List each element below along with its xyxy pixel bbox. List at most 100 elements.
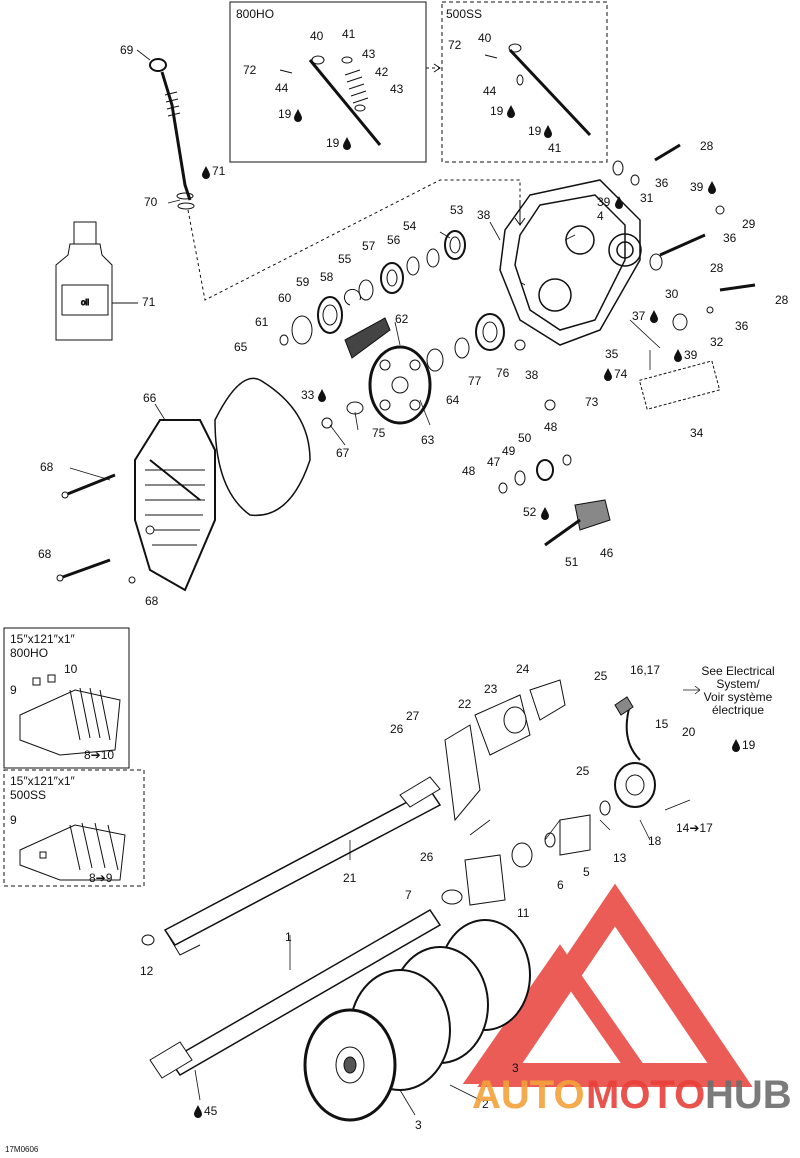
callout: 26 — [420, 850, 434, 864]
callout: 53 — [450, 203, 464, 217]
callout: 50 — [518, 431, 532, 445]
callout: 3 — [512, 1061, 519, 1075]
callout-labels: 69 70 71 71 72 40 41 43 42 44 43 19 19 7… — [10, 27, 789, 1132]
svg-text:électrique: électrique — [712, 703, 764, 717]
callout: 70 — [144, 195, 158, 209]
drive-axle — [149, 908, 442, 1079]
callout: 48 — [462, 464, 476, 478]
callout: 51 — [565, 555, 579, 569]
svg-text:Voir système: Voir système — [704, 690, 773, 704]
inset-500ss-parts — [484, 43, 592, 137]
callout: 16,17 — [630, 663, 660, 677]
callout: 68 — [40, 460, 54, 474]
callout: 27 — [406, 709, 420, 723]
callout: 76 — [496, 366, 510, 380]
chaincase-cover — [134, 419, 216, 592]
track-model-800ho: 800HO — [10, 646, 48, 660]
callout: 45 — [204, 1104, 218, 1118]
chaincase-internals — [279, 230, 556, 429]
callout: 39 — [597, 195, 611, 209]
gasket — [214, 377, 311, 517]
callout: 8➔10 — [84, 748, 114, 762]
track-inset-500ss — [19, 822, 126, 881]
callout: 59 — [296, 275, 310, 289]
callout: 31 — [640, 191, 654, 205]
callout: 71 — [142, 295, 156, 309]
track-model-500ss: 500SS — [10, 788, 46, 802]
callout: 18 — [648, 834, 662, 848]
callout: 15 — [655, 717, 669, 731]
callout: 12 — [140, 964, 154, 978]
callout: 38 — [477, 208, 491, 222]
callout: 10 — [64, 662, 78, 676]
callout: 36 — [723, 231, 737, 245]
callout: 75 — [372, 426, 386, 440]
track-inset-800ho — [19, 674, 121, 756]
callout: 13 — [613, 851, 627, 865]
callout: 66 — [143, 391, 157, 405]
callout: 62 — [395, 312, 409, 326]
callout: 41 — [548, 141, 562, 155]
tensioner — [498, 454, 611, 547]
callout: 35 — [605, 347, 619, 361]
callout: 46 — [600, 546, 614, 560]
callout: 33 — [301, 388, 315, 402]
callout: 61 — [255, 315, 269, 329]
drive-sprockets — [303, 919, 531, 1122]
callout: 1 — [285, 930, 292, 944]
box-title-500ss: 500SS — [446, 7, 482, 21]
callout: 25 — [594, 669, 608, 683]
callout: 43 — [362, 47, 376, 61]
callout: 64 — [446, 393, 460, 407]
callout: 71 — [212, 164, 226, 178]
callout: 68 — [38, 547, 52, 561]
chaincase-housing — [499, 179, 642, 346]
svg-text:HUB: HUB — [705, 1073, 792, 1117]
callout: 40 — [310, 29, 324, 43]
callout: 38 — [525, 368, 539, 382]
callout: 74 — [614, 367, 628, 381]
box-500ss — [441, 1, 608, 163]
callout: 36 — [655, 176, 669, 190]
callout: 43 — [390, 82, 404, 96]
callout: 21 — [343, 871, 357, 885]
callout: 19 — [490, 104, 504, 118]
callout: 23 — [484, 682, 498, 696]
diagram-code: 17M0606 — [5, 1145, 39, 1154]
callout: 44 — [483, 84, 497, 98]
see-electrical-note: See Electrical System/ Voir système élec… — [701, 664, 774, 717]
callout: 19 — [528, 124, 542, 138]
callout: 36 — [735, 319, 749, 333]
right-bearing-housing — [441, 679, 656, 906]
callout: 60 — [278, 291, 292, 305]
callout: 14➔17 — [676, 821, 713, 835]
callout: 73 — [585, 395, 599, 409]
box-track-800ho — [3, 627, 130, 769]
callout: 37 — [632, 309, 646, 323]
callout: 41 — [342, 27, 356, 41]
callout: 20 — [682, 725, 696, 739]
callout: 57 — [362, 239, 376, 253]
svg-text:AUTO: AUTO — [472, 1073, 585, 1117]
bolts — [56, 143, 756, 584]
callout: 29 — [742, 217, 756, 231]
callout: 44 — [275, 81, 289, 95]
callout: 6 — [557, 878, 564, 892]
callout: 72 — [448, 38, 462, 52]
callout: 28 — [775, 293, 789, 307]
callout: 69 — [120, 43, 134, 57]
callout: 19 — [326, 136, 340, 150]
callout: 55 — [338, 252, 352, 266]
callout: 54 — [403, 219, 417, 233]
callout: 25 — [576, 764, 590, 778]
callout: 3 — [415, 1118, 422, 1132]
callout: 9 — [10, 813, 17, 827]
callout: 52 — [523, 505, 537, 519]
callout: 5 — [583, 865, 590, 879]
callout: 67 — [336, 446, 350, 460]
dipstick — [149, 58, 521, 301]
callout: 63 — [421, 433, 435, 447]
callout: 28 — [700, 139, 714, 153]
callout: 56 — [387, 233, 401, 247]
